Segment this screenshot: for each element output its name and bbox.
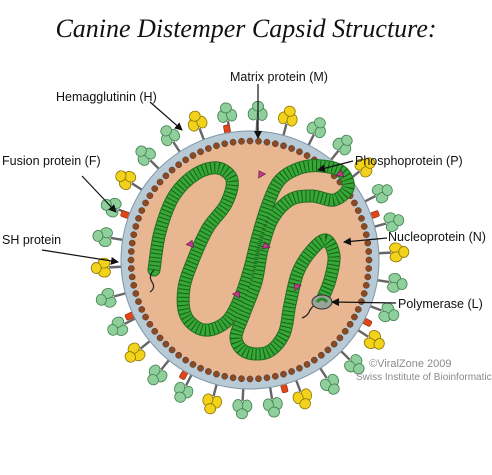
spike [160,125,181,153]
spike [370,302,400,323]
spike [95,287,126,308]
spike [232,388,253,420]
envelope-spikes [90,100,410,420]
spike [90,257,122,278]
spike [374,212,405,233]
spike [306,117,326,146]
spike [292,380,313,410]
spike [107,316,136,336]
phosphoprotein-marks [185,169,345,299]
spike [378,242,410,263]
label-leaders [41,84,397,307]
spike [124,340,151,363]
copyright-text: ©ViralZone 2009 [369,358,452,370]
label-nucleoprotein: Nucleoprotein (N) [388,230,486,244]
spike [217,102,238,133]
matrix-protein-layer [127,137,373,383]
spike [135,145,160,170]
spike [262,387,283,418]
diagram-title: Canine Distemper Capsid Structure: [55,14,437,43]
spike [187,110,208,140]
institution-text: Swiss Institute of Bioinformatics [356,372,492,383]
nucleocapsid [147,159,355,361]
label-matrix-protein: Matrix protein (M) [230,70,328,84]
spike [147,359,170,386]
label-phosphoprotein: Phosphoprotein (P) [355,154,463,168]
label-fusion-protein: Fusion protein (F) [2,154,101,168]
label-polymerase: Polymerase (L) [398,297,483,311]
spike [174,374,194,403]
spike [340,350,365,375]
spike [330,134,353,161]
spike [277,105,298,136]
spike [115,170,143,191]
spike [319,367,340,395]
spike [202,384,223,415]
spike [364,184,393,204]
label-hemagglutinin: Hemagglutinin (H) [56,90,157,104]
label-sh-protein: SH protein [2,233,62,247]
spike [92,227,123,248]
spike [357,329,385,350]
polymerase-complex [311,294,333,310]
spike [377,272,408,293]
